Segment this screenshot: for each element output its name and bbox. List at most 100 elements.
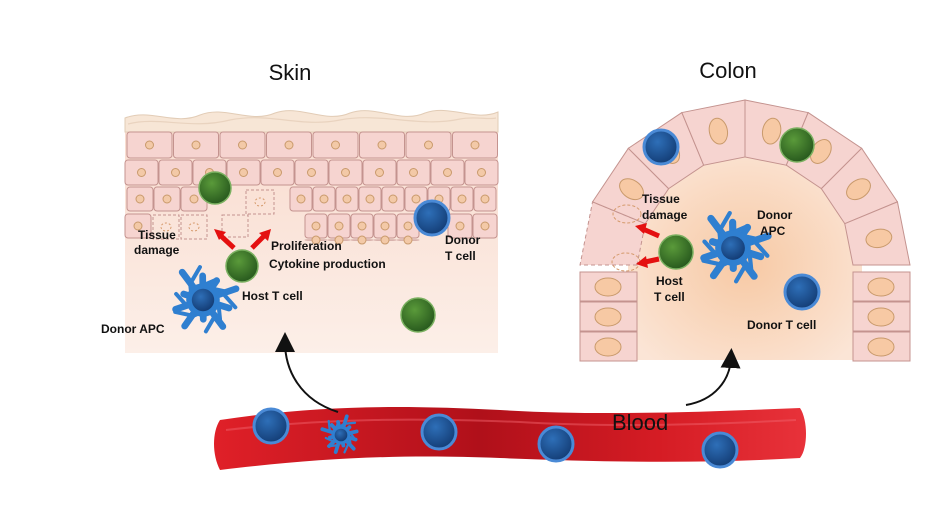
epidermal-cell [328,159,363,186]
skin-panel: Skin [101,60,499,353]
epidermal-cell [304,235,328,245]
epidermal-cell [158,159,193,186]
damaged-nucleus [188,222,200,232]
donor-t-cell [413,199,451,237]
epidermal-cell [359,131,405,159]
tissue-damage-label: Tissue [642,192,680,206]
epidermal-cell [405,131,452,159]
colon-epithelial-cell [844,201,911,266]
epidermal-cell [173,131,219,159]
damaged-nucleus [160,222,172,232]
migration-arrow-skin [275,332,339,413]
blood-vessel: Blood [214,407,806,470]
damage-arrow-head [635,223,647,234]
donor-apc-label: Donor APC [101,322,165,336]
donor-t-cell-label: Donor T cell [747,318,816,332]
donor-t-cell [537,425,575,463]
epidermal-cell [327,235,351,245]
colon-title: Colon [699,58,756,83]
epidermal-cell [260,159,295,186]
epidermal-cell [327,213,351,239]
damage-arrow [219,234,236,250]
epidermal-cell [358,186,382,212]
colon-epithelial-cell [852,301,911,332]
donor-apc-label: Donor [757,208,793,222]
donor-t-cell [252,407,290,445]
damage-arrow-head [214,229,226,240]
epidermal-cell [304,213,328,239]
damaged-nucleus [254,197,266,207]
damage-arrow [250,234,266,250]
damage-arrow [644,256,660,265]
epidermal-cell [126,131,173,159]
damaged-cells [152,189,275,240]
tissue-damage-label: damage [642,208,688,222]
host-t-cell [198,171,232,205]
donor-t-cell [783,273,821,311]
damage-arrow-head [259,229,271,241]
epidermal-cell [396,235,420,245]
donor-apc [172,265,240,334]
colon-panel: Colon Tissue damage Donor APC Host T cel… [579,58,911,362]
tissue-damage-label: Tissue [138,228,176,242]
colon-epithelial-cell [579,301,638,332]
host-t-cell-label: Host T cell [242,289,303,303]
epidermal-cell [294,159,329,186]
colon-epithelial-cell [591,147,670,225]
donor-apc [700,210,772,284]
host-t-cell [658,234,694,270]
epidermal-cell [219,131,266,159]
epidermal-cell [473,186,497,212]
epidermal-cell [153,186,181,212]
cytokine-label: Cytokine production [269,257,386,271]
damaged-nucleus [612,204,642,224]
epidermal-cell [124,213,152,239]
epidermal-cells [124,131,499,245]
epidermal-cell [289,186,313,212]
epidermal-cell [312,131,359,159]
donor-t-cell-label: T cell [445,249,476,263]
damaged-cell [152,214,180,240]
tissue-damage-label: damage [134,243,180,257]
damage-arrow-head [636,256,648,268]
epidermal-cell [335,186,359,212]
damaged-cell [245,189,275,215]
epidermal-cell [373,235,397,245]
blood-cells [252,407,739,469]
donor-t-cell [642,128,680,166]
epidermal-cell [447,213,473,239]
epidermal-cell [124,159,159,186]
host-t-cell [779,127,815,163]
damaged-cell [180,214,208,240]
epidermal-cell [266,131,312,159]
damaged-cell [221,214,249,238]
epidermal-cell [430,159,465,186]
host-t-cell-label: Host [656,274,683,288]
epidermal-cell [472,213,498,239]
skin-title: Skin [269,60,312,85]
epidermal-cell [464,159,499,186]
blood-label: Blood [612,410,668,435]
host-t-cell [400,297,436,333]
epidermal-cell [362,159,397,186]
vessel-body [214,407,806,470]
epidermal-cell [373,213,397,239]
epidermal-cell [126,186,154,212]
vessel-highlight [225,418,797,431]
donor-t-cell-label: Donor [445,233,481,247]
epidermal-cell [381,186,405,212]
epidermal-cell [452,131,498,159]
colon-epithelial-cell [579,271,638,302]
colon-epithelial-cell [579,331,638,362]
host-t-cell-label: T cell [654,290,685,304]
donor-t-cell [701,431,739,469]
epidermal-cell [396,159,431,186]
donor-t-cell [420,413,458,451]
epidermal-cell [312,186,336,212]
host-t-cell [225,249,259,283]
epidermal-cell [450,186,474,212]
epidermal-cell [350,235,374,245]
epidermal-cell [226,159,261,186]
colon-epithelial-cell [852,331,911,362]
donor-apc-label: APC [760,224,786,238]
